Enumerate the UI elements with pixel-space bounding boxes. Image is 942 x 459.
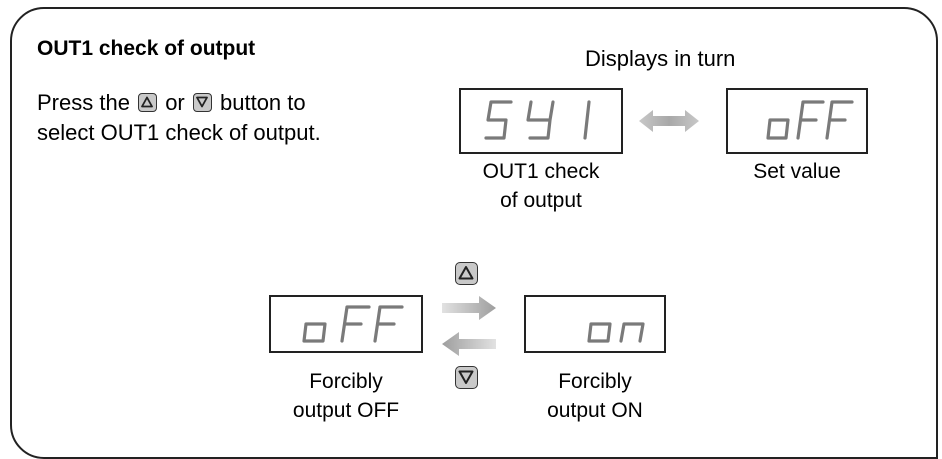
- instruction-line-1: Press the or button to: [37, 88, 321, 118]
- instruction-text: Press the or button to select OUT1 check…: [37, 88, 321, 148]
- caption-forcibly-on: Forcibly output ON: [524, 367, 666, 425]
- caption-out1-check: OUT1 check of output: [459, 157, 623, 215]
- up-key-icon-bottom: [455, 262, 478, 285]
- up-key-icon: [138, 93, 158, 112]
- displays-in-turn-label: Displays in turn: [585, 46, 736, 71]
- down-key-icon: [192, 93, 212, 112]
- caption-forcibly-off-line1: Forcibly: [309, 370, 383, 393]
- display-set-value: [726, 88, 868, 154]
- right-arrow-icon: [442, 296, 496, 320]
- caption-forcibly-off-line2: output OFF: [292, 399, 400, 422]
- caption-set-value: Set value: [753, 160, 841, 183]
- instruction-part1: Press the: [37, 90, 130, 115]
- left-arrow-icon: [442, 332, 496, 356]
- display-5y1-digits: [484, 100, 591, 140]
- display-on-digits: [587, 322, 645, 343]
- display-off-digits-bottom: [302, 305, 404, 343]
- instruction-or: or: [165, 90, 185, 115]
- caption-forcibly-on-line1: Forcibly: [558, 370, 632, 393]
- caption-forcibly-off: Forcibly output OFF: [269, 367, 423, 425]
- display-forcibly-on: [524, 295, 666, 353]
- caption-out1-check-line1: OUT1 check: [482, 160, 600, 183]
- diagram-frame: [10, 7, 938, 459]
- section-title: OUT1 check of output: [37, 37, 256, 60]
- double-arrow-icon: [639, 110, 699, 132]
- instruction-part2: button to: [220, 90, 306, 115]
- caption-forcibly-on-line2: output ON: [547, 399, 643, 422]
- down-key-icon-bottom: [455, 366, 478, 389]
- instruction-line-2: select OUT1 check of output.: [37, 120, 321, 145]
- display-out1-check: [459, 88, 623, 154]
- display-off-digits-top: [766, 100, 854, 140]
- caption-out1-check-line2: of output: [500, 189, 582, 212]
- display-forcibly-off: [269, 295, 423, 353]
